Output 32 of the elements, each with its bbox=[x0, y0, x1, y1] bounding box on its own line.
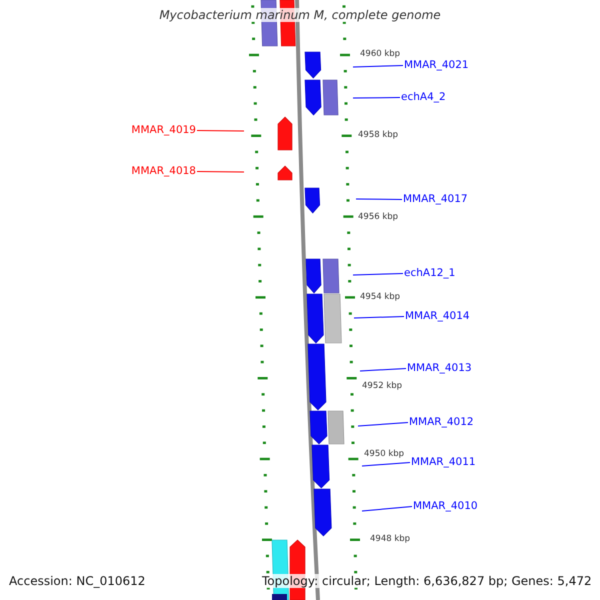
leader-line bbox=[196, 171, 244, 172]
gene-label: echA12_1 bbox=[404, 267, 456, 280]
accession-text: Accession: NC_010612 bbox=[9, 574, 146, 588]
gene-label: MMAR_4019 bbox=[131, 124, 196, 137]
leader-line bbox=[354, 316, 404, 318]
gene-label: MMAR_4011 bbox=[411, 456, 476, 469]
axis-label: 4958 kbp bbox=[358, 130, 398, 140]
title: Mycobacterium marinum M, complete genome bbox=[158, 7, 442, 23]
leader-line bbox=[352, 97, 400, 98]
leader-line bbox=[360, 368, 406, 372]
gene-label: MMAR_4018 bbox=[131, 165, 196, 178]
gene-label: echA4_2 bbox=[401, 91, 446, 104]
gene-label: MMAR_4010 bbox=[413, 500, 478, 513]
gene-label: MMAR_4012 bbox=[409, 416, 474, 429]
leader-line bbox=[362, 506, 412, 512]
leader-line bbox=[352, 65, 404, 68]
gene-label: MMAR_4021 bbox=[404, 59, 469, 72]
leader-line bbox=[362, 462, 410, 466]
leader-line bbox=[352, 273, 404, 276]
gene-label: MMAR_4014 bbox=[405, 310, 470, 323]
leader-line bbox=[358, 422, 408, 426]
axis-label: 4950 kbp bbox=[364, 449, 404, 459]
gene-label: MMAR_4017 bbox=[403, 193, 468, 206]
axis-label: 4954 kbp bbox=[360, 292, 400, 302]
leader-line bbox=[356, 198, 402, 200]
axis-label: 4956 kbp bbox=[358, 212, 398, 222]
gene-label: MMAR_4013 bbox=[407, 362, 472, 375]
axis-label: 4952 kbp bbox=[362, 381, 402, 391]
axis-label: 4960 kbp bbox=[360, 49, 400, 59]
axis-label: 4948 kbp bbox=[370, 534, 410, 544]
genome-info-text: Topology: circular; Length: 6,636,827 bp; Genes: 5,472 bbox=[262, 574, 592, 588]
leader-line bbox=[196, 130, 244, 132]
